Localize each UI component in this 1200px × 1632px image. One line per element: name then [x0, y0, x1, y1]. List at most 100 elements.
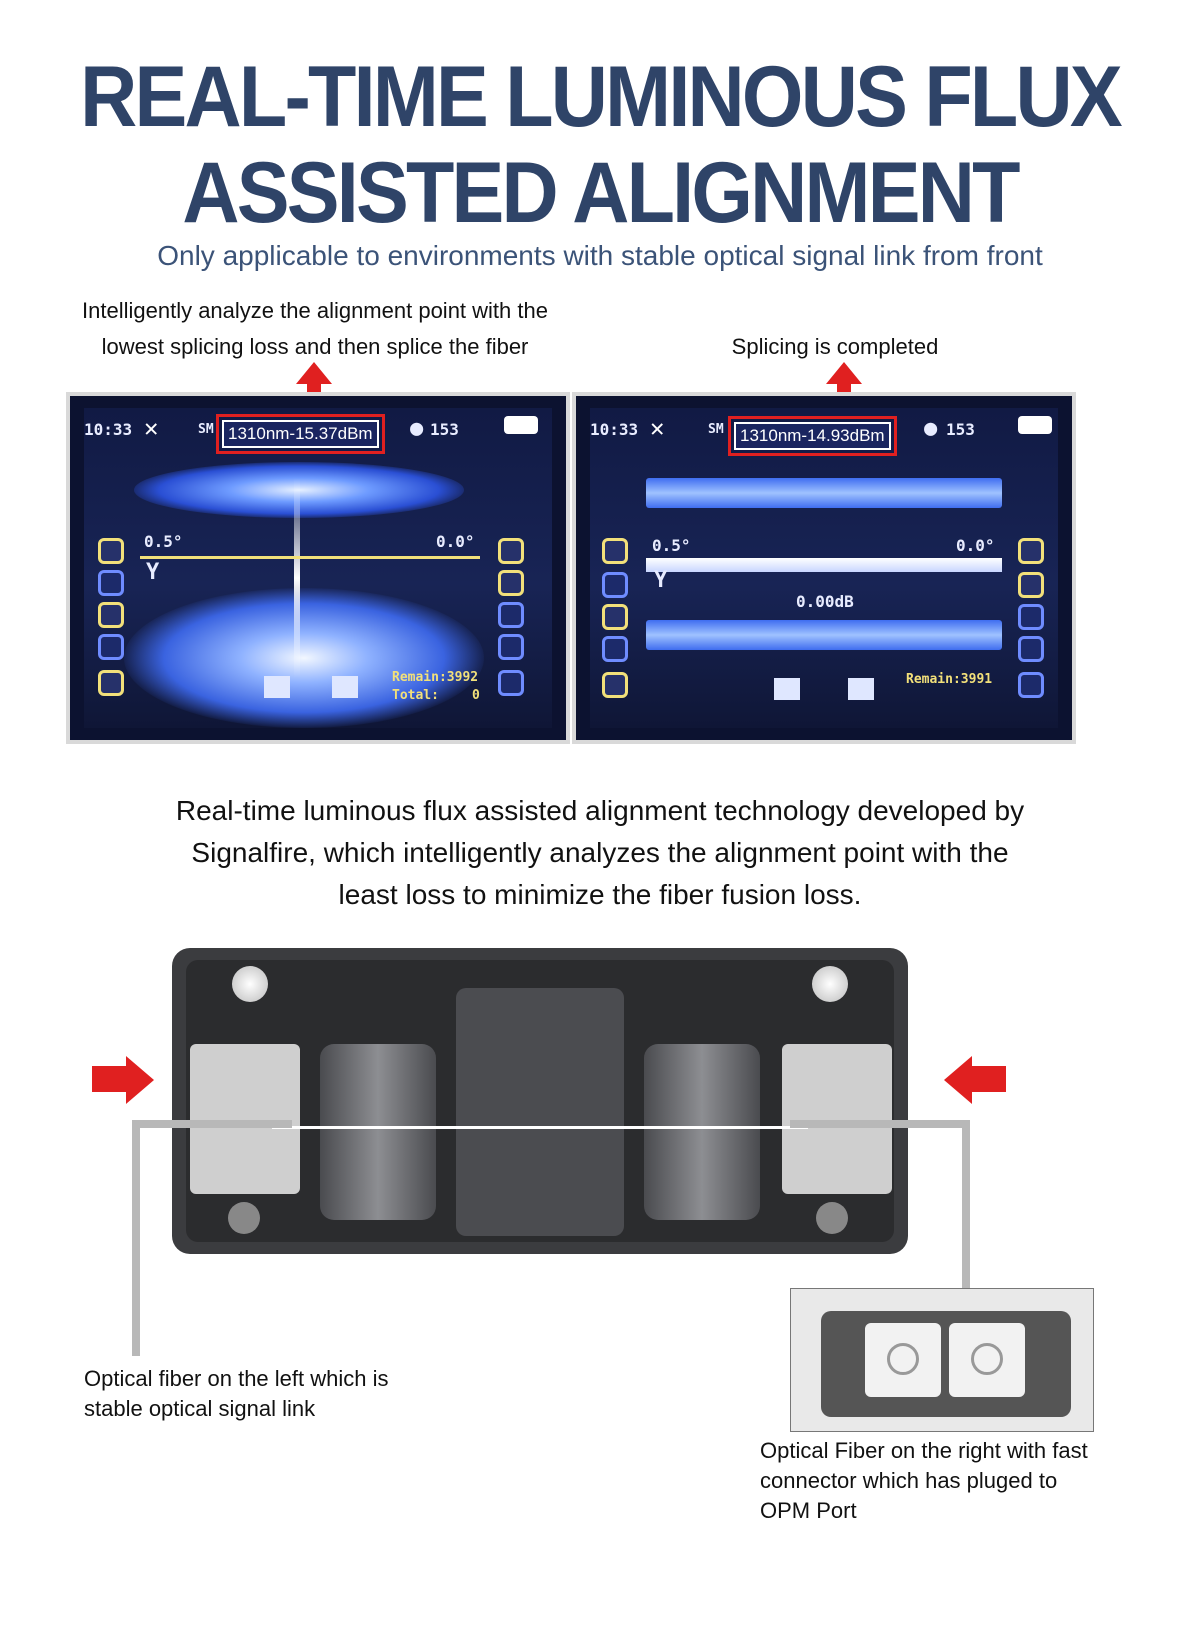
total-label: Total:	[392, 688, 439, 703]
axis-label: Y	[146, 560, 160, 585]
electrode-right	[332, 676, 358, 698]
loss-label: 0.00dB	[796, 592, 854, 611]
electrode-left	[774, 678, 800, 700]
description: Real-time luminous flux assisted alignme…	[0, 790, 1200, 916]
label-right-line-1: Optical Fiber on the right with fast	[760, 1438, 1088, 1463]
heater-icon[interactable]	[98, 602, 124, 628]
splice-mode-icon[interactable]	[98, 538, 124, 564]
angle-right-label: 0.0°	[436, 532, 475, 551]
port-ring-icon	[887, 1343, 919, 1375]
bolt-icon	[228, 1202, 260, 1234]
caption-left-line-2: lowest splicing loss and then splice the…	[101, 334, 529, 359]
save-icon[interactable]	[498, 634, 524, 660]
timer-icon[interactable]	[602, 572, 628, 598]
power-readout-box: 1310nm-14.93dBm	[728, 416, 897, 456]
fiber-image-bottom	[124, 588, 484, 728]
screen-before-splice: 10:33 ✕ SM 1310nm-15.37dBm ● 153 0.5° 0.…	[66, 392, 570, 744]
fullscreen-icon[interactable]	[1018, 672, 1044, 698]
motor-icon[interactable]	[98, 634, 124, 660]
fullscreen-icon[interactable]	[498, 670, 524, 696]
v-groove-assembly	[456, 988, 624, 1236]
power-readout: 1310nm-14.93dBm	[734, 422, 891, 450]
holder-right	[782, 1044, 892, 1194]
electrode-left	[264, 676, 290, 698]
callout-line-left-h	[132, 1120, 292, 1128]
label-right-line-2: connector which has pluged to	[760, 1468, 1058, 1493]
electrode-right	[848, 678, 874, 700]
battery-icon	[1018, 416, 1052, 434]
remain-label: Remain:3991	[906, 672, 993, 687]
arc-glow	[294, 478, 300, 678]
headline-line-1: REAL-TIME LUMINOUS FLUX	[80, 49, 1122, 145]
time-label: 10:33	[84, 420, 133, 439]
total-value: 0	[472, 688, 480, 703]
label-left-line-2: stable optical signal link	[84, 1396, 316, 1421]
label-left-fiber: Optical fiber on the left which is stabl…	[84, 1364, 504, 1424]
view-icon[interactable]	[1018, 538, 1044, 564]
caption-left: Intelligently analyze the alignment poin…	[60, 293, 570, 365]
port-ring-icon	[971, 1343, 1003, 1375]
caption-right: Splicing is completed	[731, 334, 939, 359]
description-line-2: Signalfire, which intelligently analyzes…	[191, 837, 1009, 868]
save-icon[interactable]	[1018, 636, 1044, 662]
screw-icon	[232, 966, 268, 1002]
fiber-clamp-right	[644, 1044, 760, 1220]
bolt-icon	[816, 1202, 848, 1234]
mode-label: SM	[708, 422, 724, 437]
time-label: 10:33	[590, 420, 639, 439]
description-line-1: Real-time luminous flux assisted alignme…	[175, 795, 1025, 826]
fiber-bar-bottom	[646, 620, 1002, 650]
fiber-clamp-left	[320, 1044, 436, 1220]
port-housing	[821, 1311, 1071, 1417]
menu-icon[interactable]	[602, 672, 628, 698]
eye-icon: ●	[924, 416, 938, 441]
angle-right-label: 0.0°	[956, 536, 995, 555]
motor-icon[interactable]	[602, 636, 628, 662]
label-left-line-1: Optical fiber on the left which is	[84, 1366, 389, 1391]
close-icon[interactable]: ✕	[650, 414, 665, 442]
count-label: 153	[430, 420, 459, 439]
callout-line-right-h	[790, 1120, 970, 1128]
callout-line-right-v	[962, 1120, 970, 1290]
angle-left-label: 0.5°	[652, 536, 691, 555]
opm-port-image	[790, 1288, 1094, 1432]
arrow-left-icon	[944, 1056, 972, 1104]
remain-label: Remain:3992	[392, 670, 479, 685]
description-line-3: least loss to minimize the fiber fusion …	[338, 879, 862, 910]
label-right-fiber: Optical Fiber on the right with fast con…	[760, 1436, 1180, 1526]
eye-icon: ●	[410, 416, 424, 441]
power-readout-box: 1310nm-15.37dBm	[216, 414, 385, 454]
settings-icon[interactable]	[498, 570, 524, 596]
timer-icon[interactable]	[98, 570, 124, 596]
menu-icon[interactable]	[98, 670, 124, 696]
pause-icon[interactable]	[498, 602, 524, 628]
screw-icon	[812, 966, 848, 1002]
callout-line-left-v	[132, 1120, 140, 1356]
splice-mode-icon[interactable]	[602, 538, 628, 564]
pause-icon[interactable]	[1018, 604, 1044, 630]
angle-left-label: 0.5°	[144, 532, 183, 551]
holder-left	[190, 1044, 300, 1194]
screen-after-splice: 10:33 ✕ SM 1310nm-14.93dBm ● 153 0.5° 0.…	[572, 392, 1076, 744]
alignment-line	[140, 556, 480, 559]
close-icon[interactable]: ✕	[144, 414, 159, 442]
fiber-bar-middle	[646, 558, 1002, 572]
fiber-bar-top	[646, 478, 1002, 508]
mode-label: SM	[198, 422, 214, 437]
heater-icon[interactable]	[602, 604, 628, 630]
power-readout: 1310nm-15.37dBm	[222, 420, 379, 448]
view-icon[interactable]	[498, 538, 524, 564]
caption-left-line-1: Intelligently analyze the alignment poin…	[82, 298, 548, 323]
settings-icon[interactable]	[1018, 572, 1044, 598]
arrow-right-icon-stem	[92, 1066, 128, 1092]
arrow-left-icon-stem	[970, 1066, 1006, 1092]
subtitle: Only applicable to environments with sta…	[157, 240, 1043, 271]
fusion-splicer-image	[172, 948, 908, 1254]
screen-display: 10:33 ✕ SM 1310nm-15.37dBm ● 153 0.5° 0.…	[84, 408, 552, 728]
battery-icon	[504, 416, 538, 434]
count-label: 153	[946, 420, 975, 439]
headline-line-2: ASSISTED ALIGNMENT	[182, 145, 1020, 241]
screen-display: 10:33 ✕ SM 1310nm-14.93dBm ● 153 0.5° 0.…	[590, 408, 1058, 728]
fiber-line	[272, 1126, 808, 1129]
axis-label: Y	[654, 568, 668, 593]
